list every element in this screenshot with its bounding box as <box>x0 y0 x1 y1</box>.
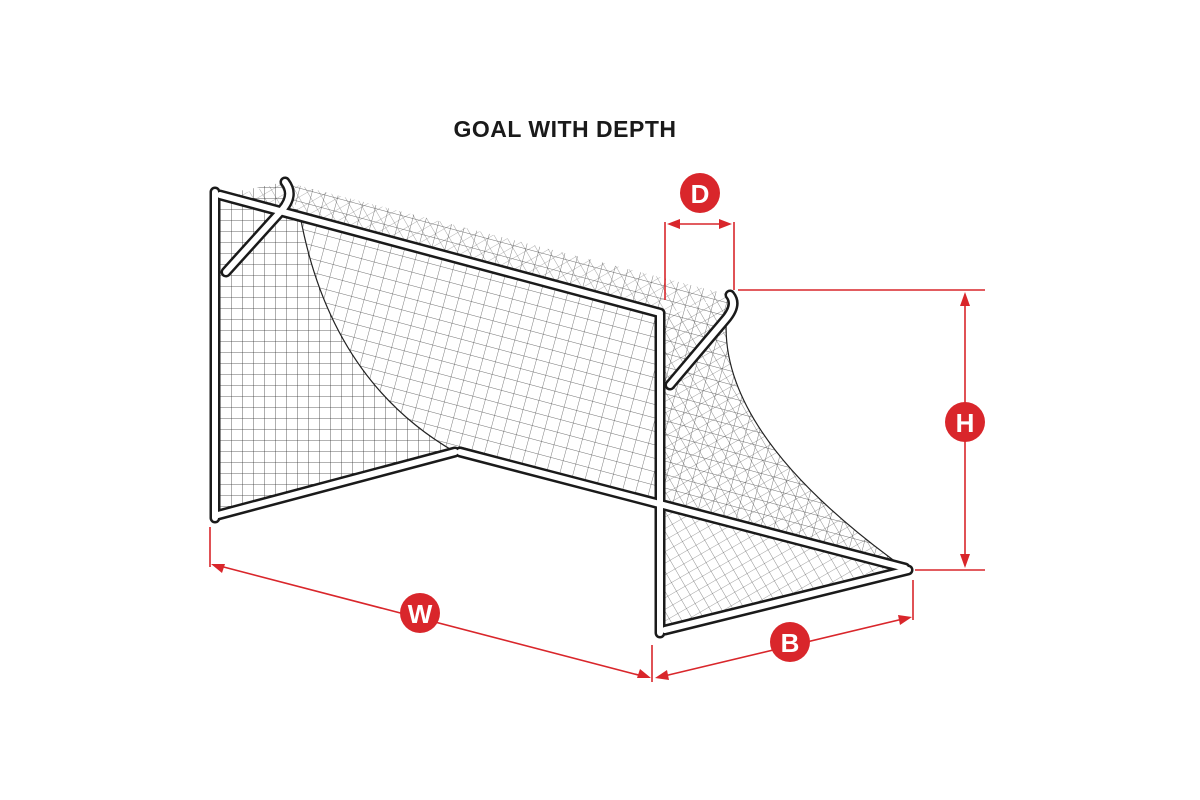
goal-frame <box>209 176 914 639</box>
net-left-side <box>218 182 455 512</box>
net-top <box>225 182 730 315</box>
base-label: B <box>781 628 800 658</box>
height-badge <box>945 402 985 442</box>
depth-label: D <box>691 179 710 209</box>
goal-net <box>218 182 901 630</box>
dimension-label-height: H <box>945 402 985 442</box>
height-label: H <box>956 408 975 438</box>
width-badge <box>400 593 440 633</box>
dimension-label-width: W <box>400 593 440 633</box>
diagram-title: GOAL WITH DEPTH <box>453 116 677 142</box>
dimension-label-base: B <box>770 622 810 662</box>
dimension-label-depth: D <box>680 173 720 213</box>
width-label: W <box>408 599 433 629</box>
base-badge <box>770 622 810 662</box>
depth-badge <box>680 173 720 213</box>
